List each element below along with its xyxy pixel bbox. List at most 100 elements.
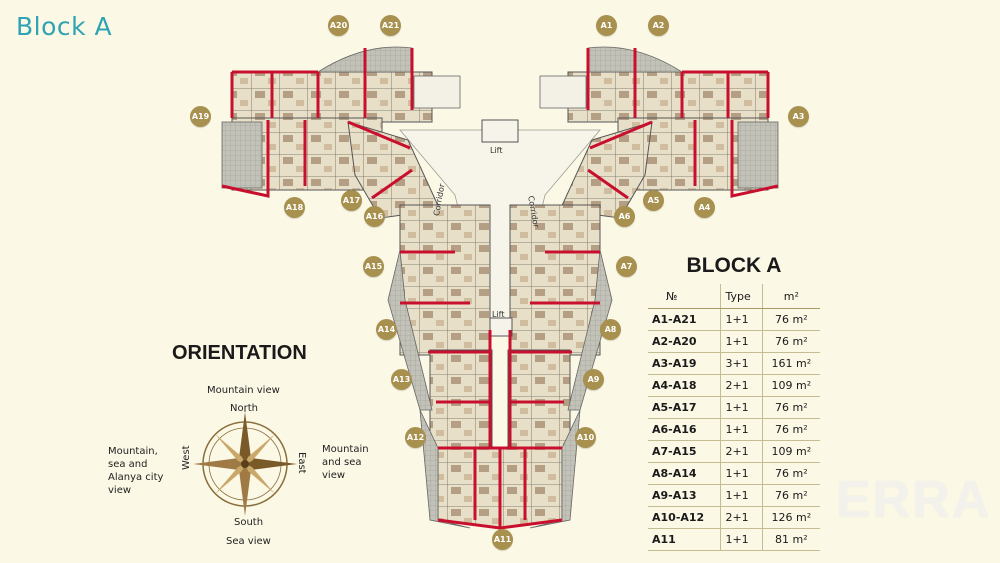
unit-badge-a1[interactable]: A1 [596, 15, 617, 36]
unit-badge-a18[interactable]: A18 [284, 197, 305, 218]
table-header-row: № Type m² [648, 284, 820, 309]
table-title: BLOCK A [686, 254, 782, 277]
unit-badge-a2[interactable]: A2 [648, 15, 669, 36]
header-type: Type [720, 284, 763, 309]
unit-badge-a7[interactable]: A7 [616, 256, 637, 277]
cell-no: A10-A12 [648, 506, 721, 529]
north-view-label: Mountain view [207, 385, 280, 396]
lift-middle-label: Lift [492, 310, 505, 319]
west-view-label: Mountain, sea and Alanya city view [108, 446, 164, 496]
cell-no: A4-A18 [648, 374, 721, 397]
cell-no: A1-A21 [648, 308, 721, 331]
header-area: m² [762, 284, 820, 309]
cell-type: 1+1 [720, 396, 763, 419]
unit-badge-a19[interactable]: A19 [190, 106, 211, 127]
unit-badge-a14[interactable]: A14 [376, 319, 397, 340]
header-no: № [648, 284, 721, 309]
south-label: South [234, 517, 264, 528]
unit-badge-a8[interactable]: A8 [600, 319, 621, 340]
unit-walls [221, 48, 779, 530]
lift-middle-box [489, 317, 513, 337]
unit-badge-a5[interactable]: A5 [643, 190, 664, 211]
stem-right-lower [507, 349, 571, 451]
watermark: ERRA [836, 471, 992, 529]
cell-type: 1+1 [720, 330, 763, 353]
unit-badge-a20[interactable]: A20 [328, 15, 349, 36]
cell-area: 76 m² [762, 396, 820, 419]
lift-top-label: Lift [490, 146, 503, 155]
cell-no: A6-A16 [648, 418, 721, 441]
stem-left [399, 204, 491, 356]
cell-area: 76 m² [762, 330, 820, 353]
east-view-label: Mountain and sea view [322, 444, 369, 481]
lift-top-box [481, 119, 519, 143]
unit-badge-a4[interactable]: A4 [694, 197, 715, 218]
unit-badge-a13[interactable]: A13 [391, 369, 412, 390]
stem-right [509, 204, 601, 356]
page-title: Block A [16, 12, 113, 41]
balcony-a3 [737, 121, 779, 189]
cell-no: A7-A15 [648, 440, 721, 463]
compass-rose [193, 406, 297, 516]
cell-no: A11 [648, 528, 721, 551]
cell-type: 2+1 [720, 440, 763, 463]
cell-type: 2+1 [720, 374, 763, 397]
cell-type: 1+1 [720, 528, 763, 551]
stair-right [539, 75, 587, 109]
cell-area: 76 m² [762, 308, 820, 331]
unit-badge-a15[interactable]: A15 [363, 256, 384, 277]
unit-badge-a3[interactable]: A3 [788, 106, 809, 127]
wing-right-top [567, 71, 769, 123]
cell-no: A8-A14 [648, 462, 721, 485]
east-label: East [296, 452, 307, 474]
cell-area: 76 m² [762, 462, 820, 485]
south-view-label: Sea view [226, 536, 271, 547]
cell-area: 109 m² [762, 374, 820, 397]
balcony-a12 [419, 409, 471, 529]
cell-type: 1+1 [720, 308, 763, 331]
unit-badge-a16[interactable]: A16 [364, 206, 385, 227]
unit-badge-a11[interactable]: A11 [492, 529, 513, 550]
balcony-a19 [221, 121, 263, 189]
north-label: North [230, 403, 258, 414]
cell-type: 3+1 [720, 352, 763, 375]
cell-area: 81 m² [762, 528, 820, 551]
cell-area: 109 m² [762, 440, 820, 463]
unit-badge-a12[interactable]: A12 [405, 427, 426, 448]
cell-no: A9-A13 [648, 484, 721, 507]
balcony-a7-a9 [567, 249, 613, 411]
unit-badge-a17[interactable]: A17 [341, 190, 362, 211]
balcony-a15-a13 [387, 249, 433, 411]
unit-badge-a9[interactable]: A9 [583, 369, 604, 390]
cell-type: 1+1 [720, 418, 763, 441]
west-label: West [181, 445, 192, 470]
balcony-a10 [529, 409, 581, 529]
cell-no: A3-A19 [648, 352, 721, 375]
unit-badge-a10[interactable]: A10 [575, 427, 596, 448]
cell-area: 76 m² [762, 484, 820, 507]
cell-no: A5-A17 [648, 396, 721, 419]
cell-area: 161 m² [762, 352, 820, 375]
unit-badge-a21[interactable]: A21 [380, 15, 401, 36]
stair-left [413, 75, 461, 109]
cell-area: 126 m² [762, 506, 820, 529]
unit-badge-a6[interactable]: A6 [614, 206, 635, 227]
cell-type: 2+1 [720, 506, 763, 529]
cell-no: A2-A20 [648, 330, 721, 353]
cell-area: 76 m² [762, 418, 820, 441]
wing-left-top [231, 71, 433, 123]
